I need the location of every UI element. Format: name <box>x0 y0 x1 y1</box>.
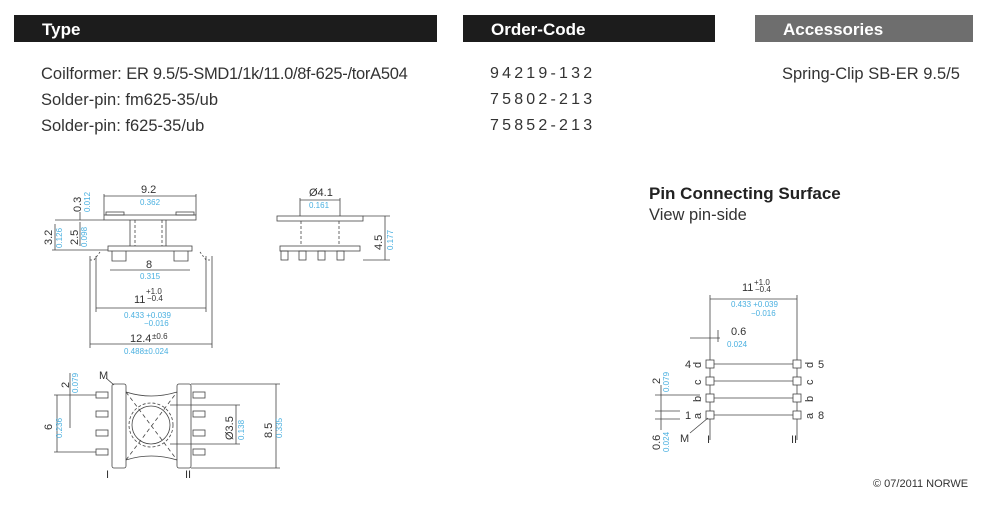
dim-4-5: 4.5 <box>373 235 385 250</box>
pin-right-letter-c: c <box>804 379 816 385</box>
pin-right-letter-a: a <box>804 412 816 419</box>
item-value: fm625-35/ub <box>125 91 219 109</box>
item-label: Solder-pin: <box>41 91 121 109</box>
dim-0-3: 0.3 <box>72 197 84 212</box>
pin-side-label-2: II <box>791 434 797 446</box>
dim-12-4: 12.4 <box>130 333 151 345</box>
order-code-1: 94219-132 <box>490 65 596 82</box>
dim-9-2: 9.2 <box>141 184 156 196</box>
accessory-item: Spring-Clip SB-ER 9.5/5 <box>782 65 960 83</box>
header-order-code: Order-Code <box>463 15 715 42</box>
pin-dim-11-tol-plus: +1.0 <box>754 278 770 287</box>
dim-6-inch: 0.236 <box>55 417 64 438</box>
dim-8-5-inch: 0.335 <box>275 417 284 438</box>
pin-dim-2: 2 <box>651 378 663 384</box>
dim-0-3-inch: 0.012 <box>83 191 92 212</box>
item-label: Coilformer: <box>41 65 122 83</box>
pin-dim-11: 11 <box>742 282 753 294</box>
pin-dim-0-6: 0.6 <box>731 326 746 338</box>
copyright: © 07/2011 NORWE <box>873 478 969 490</box>
pin-right-letter-d: d <box>804 362 816 368</box>
dim-3-2-inch: 0.126 <box>55 227 64 248</box>
pin-left-num-4: 4 <box>685 359 691 371</box>
dim-dia-3-5-inch: 0.138 <box>237 419 246 440</box>
pin-dim-2-inch: 0.079 <box>662 371 671 392</box>
side-view-drawing <box>52 194 213 348</box>
order-code-3: 75852-213 <box>490 117 596 134</box>
dim-2-5-inch: 0.098 <box>80 226 89 247</box>
pin-dim-0-6-inch: 0.024 <box>727 340 748 349</box>
item-value: f625-35/ub <box>125 117 205 135</box>
dim-12-4-tol: ±0.6 <box>152 332 168 341</box>
pin-dim-0-6-vert-inch: 0.024 <box>662 431 671 452</box>
dim-11: 11 <box>134 294 145 306</box>
side-label-2: II <box>185 469 191 481</box>
bottom-view-drawing <box>54 373 280 469</box>
pin-dim-0-6-vert: 0.6 <box>651 435 663 450</box>
dim-dia-4-1: Ø4.1 <box>309 187 333 199</box>
dim-dia-3-5: Ø3.5 <box>224 416 236 440</box>
item-row-solder-pin-2: Solder-pin: f625-35/ub <box>41 117 204 136</box>
item-row-coilformer: Coilformer: ER 9.5/5-SMD1/1k/11.0/8f-625… <box>41 65 408 84</box>
dim-11-inch-minus: −0.016 <box>144 319 169 328</box>
pin-right-letter-b: b <box>804 396 816 402</box>
pin-left-letter-c: c <box>692 379 704 385</box>
dim-6: 6 <box>43 424 55 430</box>
dim-12-4-inch: 0.488±0.024 <box>124 347 169 356</box>
order-code-2: 75802-213 <box>490 91 596 108</box>
pin-section-subtitle: View pin-side <box>649 206 747 224</box>
marker-m: M <box>99 370 108 382</box>
header-accessories: Accessories <box>755 15 973 42</box>
pin-left-letter-b: b <box>692 396 704 402</box>
dim-11-tol-plus: +1.0 <box>146 287 162 296</box>
pin-marker-m: M <box>680 433 689 445</box>
pin-left-letter-a: a <box>692 412 704 419</box>
pin-connecting-surface-drawing <box>655 295 802 440</box>
side-label-1: I <box>106 469 109 481</box>
pin-dim-11-tol-minus: −0.4 <box>755 285 771 294</box>
item-row-solder-pin-1: Solder-pin: fm625-35/ub <box>41 91 218 110</box>
front-view-drawing <box>276 198 390 261</box>
dim-11-inch: 0.433 +0.039 <box>124 311 171 320</box>
dim-3-2: 3.2 <box>43 230 55 245</box>
dim-dia-4-1-inch: 0.161 <box>309 201 330 210</box>
item-value: ER 9.5/5-SMD1/1k/11.0/8f-625-/torA504 <box>126 65 408 83</box>
item-label: Solder-pin: <box>41 117 121 135</box>
dim-8-inch: 0.315 <box>140 272 161 281</box>
header-type: Type <box>14 15 437 42</box>
pin-dim-11-inch-minus: −0.016 <box>751 309 776 318</box>
dim-4-5-inch: 0.177 <box>386 229 395 250</box>
dim-2-5: 2.5 <box>69 230 81 245</box>
pin-dim-11-inch: 0.433 +0.039 <box>731 300 778 309</box>
dim-9-2-inch: 0.362 <box>140 198 161 207</box>
dim-8-5: 8.5 <box>263 423 275 438</box>
pin-left-letter-d: d <box>692 362 704 368</box>
pin-section-title: Pin Connecting Surface <box>649 184 841 203</box>
dim-8: 8 <box>146 259 152 271</box>
pin-left-num-1: 1 <box>685 410 691 422</box>
dim-2: 2 <box>60 382 72 388</box>
dim-11-tol-minus: −0.4 <box>147 294 163 303</box>
pin-right-num-5: 5 <box>818 359 824 371</box>
dim-2-inch: 0.079 <box>71 372 80 393</box>
pin-side-label-1: I <box>707 434 710 446</box>
pin-right-num-8: 8 <box>818 410 824 422</box>
